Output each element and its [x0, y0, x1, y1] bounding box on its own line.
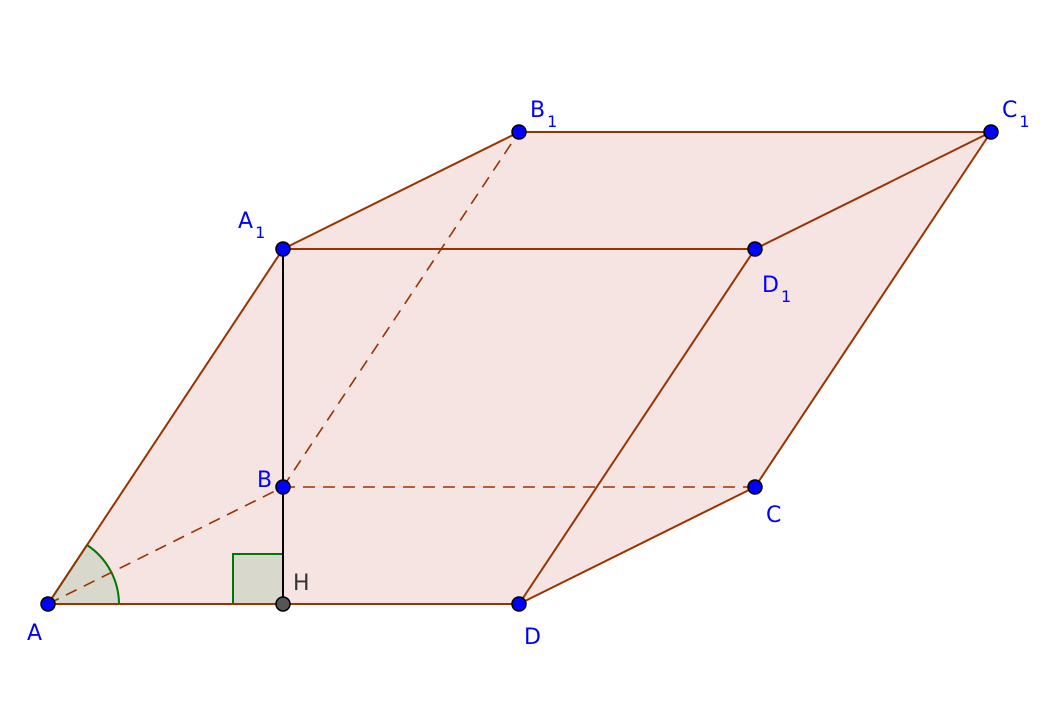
- point-H[interactable]: [275, 596, 291, 612]
- point-A1[interactable]: [275, 241, 291, 257]
- points: [40, 124, 999, 612]
- hidden-edges: [47, 131, 755, 605]
- angle-arc-A: [46, 543, 121, 605]
- point-A[interactable]: [40, 596, 56, 612]
- point-B1[interactable]: [511, 124, 527, 140]
- point-C[interactable]: [747, 479, 763, 495]
- label-D: D: [524, 625, 541, 650]
- point-C1[interactable]: [983, 124, 999, 140]
- point-B[interactable]: [275, 479, 291, 495]
- point-D1[interactable]: [747, 241, 763, 257]
- edge-C-C1: [754, 131, 992, 488]
- edge-D-D1: [518, 248, 756, 605]
- right-angle-marker: [232, 553, 284, 605]
- edge-A-B: [47, 486, 284, 605]
- point-D[interactable]: [511, 596, 527, 612]
- label-C: C: [766, 503, 781, 528]
- edge-D-C: [518, 486, 756, 605]
- edge-B1-A1: [282, 131, 520, 250]
- label-A: A: [27, 621, 42, 646]
- edge-D1-C1: [754, 131, 992, 250]
- edge-A-A1: [47, 248, 284, 605]
- label-B: B: [257, 468, 272, 493]
- edge-B-B1: [282, 131, 520, 488]
- label-H: H: [293, 571, 310, 596]
- face-right: [519, 132, 991, 604]
